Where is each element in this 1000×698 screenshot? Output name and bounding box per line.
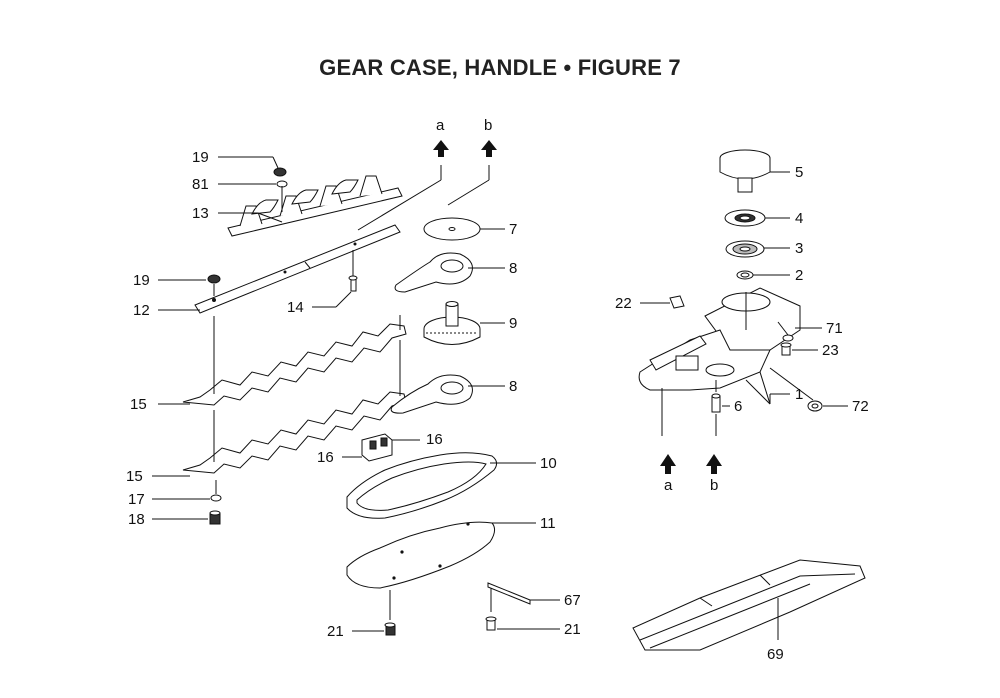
- bolt-18: [209, 510, 221, 525]
- arrow-a-top: a: [433, 117, 449, 157]
- arrow-b-bottom: b: [706, 454, 722, 494]
- label-21-right: 21: [564, 621, 581, 638]
- gear-9: [423, 301, 481, 345]
- cover-plate-11: [346, 521, 496, 589]
- gear-case-1: [638, 287, 801, 391]
- part-number-labels: 19 81 13 19 12 14 15 15 17 18 16 16 7 8 …: [126, 149, 869, 663]
- label-6: 6: [734, 398, 742, 415]
- pin-6: [711, 393, 721, 413]
- label-15-lower: 15: [126, 468, 143, 485]
- cup-5: [719, 149, 771, 193]
- label-14: 14: [287, 299, 304, 316]
- label-8-upper: 8: [509, 260, 517, 277]
- label-10: 10: [540, 455, 557, 472]
- bearing-4: [724, 209, 766, 227]
- label-19-upper: 19: [192, 149, 209, 166]
- label-4: 4: [795, 210, 803, 227]
- cutter-blade-lower: [182, 391, 407, 474]
- washer-71: [782, 334, 794, 342]
- label-15-upper: 15: [130, 396, 147, 413]
- clip-2: [736, 270, 754, 280]
- label-9: 9: [509, 315, 517, 332]
- slider-block-16: [361, 433, 393, 462]
- label-23: 23: [822, 342, 839, 359]
- arrow-a-top-label: a: [436, 117, 445, 134]
- label-8-lower: 8: [509, 378, 517, 395]
- label-19-lower: 19: [133, 272, 150, 289]
- nut-19-upper: [273, 167, 287, 177]
- label-2: 2: [795, 267, 803, 284]
- washer-17: [210, 494, 222, 502]
- label-16-left: 16: [317, 449, 334, 466]
- screw-22: [669, 295, 685, 309]
- arrow-a-bottom-label: a: [664, 477, 673, 494]
- arrow-a-bottom: a: [660, 454, 676, 494]
- arrow-b-bottom-label: b: [710, 477, 718, 494]
- label-21-left: 21: [327, 623, 344, 640]
- figure-title: GEAR CASE, HANDLE • FIGURE 7: [319, 55, 681, 80]
- bearing-3: [725, 240, 765, 258]
- label-81: 81: [192, 176, 209, 193]
- bolt-21-left: [384, 622, 396, 636]
- label-3: 3: [795, 240, 803, 257]
- crank-plate-8-lower: [390, 374, 473, 414]
- arrow-b-top-label: b: [484, 117, 492, 134]
- nut-72: [807, 400, 823, 412]
- label-17: 17: [128, 491, 145, 508]
- pin-67: [487, 582, 531, 605]
- label-71: 71: [826, 320, 843, 337]
- label-72: 72: [852, 398, 869, 415]
- label-7: 7: [509, 221, 517, 238]
- nut-19-lower: [207, 274, 221, 284]
- label-18: 18: [128, 511, 145, 528]
- arrow-b-top: b: [481, 117, 497, 157]
- bolt-23: [780, 342, 792, 356]
- label-1: 1: [795, 386, 803, 403]
- label-13: 13: [192, 205, 209, 222]
- gasket-10: [346, 452, 498, 519]
- label-67: 67: [564, 592, 581, 609]
- label-5: 5: [795, 164, 803, 181]
- crank-plate-8-upper: [394, 252, 473, 293]
- label-69: 69: [767, 646, 784, 663]
- leader-lines: [152, 156, 848, 632]
- washer-disc-7: [423, 217, 481, 241]
- label-22: 22: [615, 295, 632, 312]
- blade-guard-part: [227, 175, 403, 237]
- blade-cover-69: [632, 559, 866, 651]
- cutter-blade-upper: [182, 323, 407, 406]
- label-11: 11: [540, 515, 556, 532]
- bolt-21-right: [485, 616, 497, 631]
- bolt-14: [348, 275, 358, 292]
- label-16-right: 16: [426, 431, 443, 448]
- label-12: 12: [133, 302, 150, 319]
